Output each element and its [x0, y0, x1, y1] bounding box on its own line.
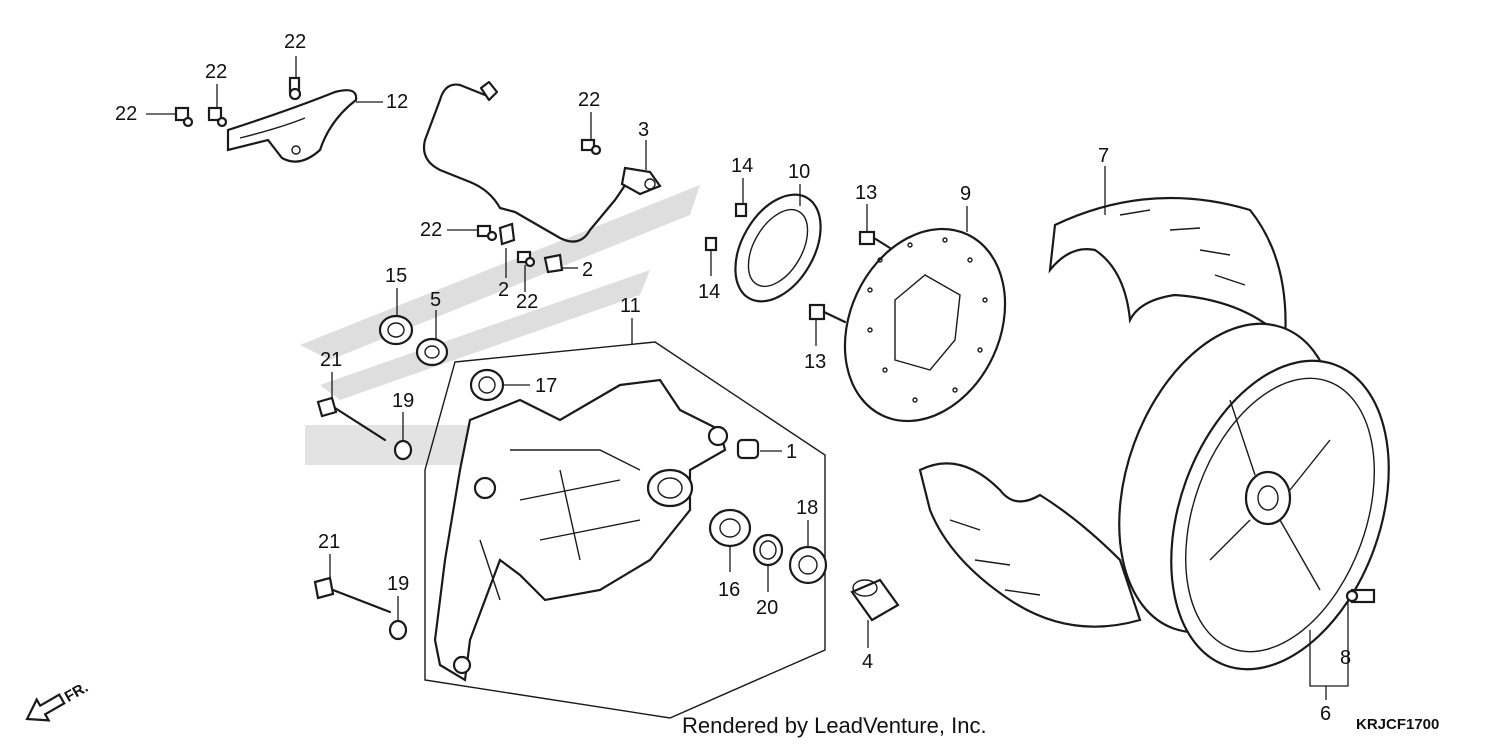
speed-sensor[interactable]: [422, 80, 662, 243]
pulser-ring[interactable]: [718, 180, 838, 316]
callout-22: 22: [205, 61, 227, 83]
heat-guard-plate[interactable]: [226, 89, 358, 163]
callout-22: 22: [420, 219, 442, 241]
front-arrow-icon: FR.: [25, 679, 91, 722]
washer-19-upper[interactable]: [393, 439, 413, 461]
callout-numbers: 22 22 22 12 22 3 22 2 22 2 15 5 17 21 19…: [115, 31, 1351, 725]
seal-18[interactable]: [788, 545, 828, 585]
bolt-22-d[interactable]: [580, 138, 602, 156]
washer-19-lower[interactable]: [388, 619, 408, 641]
valve-8[interactable]: [1345, 588, 1376, 604]
collar-4[interactable]: [850, 578, 900, 622]
rear-wheel-rim[interactable]: [1079, 293, 1428, 699]
callout-12: 12: [386, 91, 408, 113]
bolt-13-upper[interactable]: [858, 230, 892, 250]
callout-13: 13: [855, 182, 877, 204]
rear-tire[interactable]: [918, 196, 1287, 628]
bolt-13-lower[interactable]: [808, 303, 847, 324]
callout-6: 6: [1320, 703, 1331, 725]
clamp-2-b[interactable]: [543, 253, 564, 274]
clamp-2-a[interactable]: [498, 222, 516, 246]
callout-13: 13: [804, 351, 826, 373]
bolt-22-f[interactable]: [516, 250, 536, 268]
callout-22: 22: [284, 31, 306, 53]
callout-8: 8: [1340, 647, 1351, 669]
callout-16: 16: [718, 579, 740, 601]
leader-lines: [146, 56, 1349, 700]
callout-7: 7: [1098, 145, 1109, 167]
bolt-21-upper[interactable]: [316, 396, 387, 442]
collar-1[interactable]: [736, 438, 760, 460]
bolt-22-a[interactable]: [288, 76, 302, 101]
callout-21: 21: [318, 531, 340, 553]
bolt-22-e[interactable]: [476, 224, 498, 242]
subassembly-frame: [424, 341, 826, 719]
callout-18: 18: [796, 497, 818, 519]
callout-4: 4: [862, 651, 873, 673]
bolt-21-lower[interactable]: [313, 576, 392, 614]
callout-21: 21: [320, 349, 342, 371]
bearing-5[interactable]: [415, 337, 449, 367]
oil-seal-17[interactable]: [469, 368, 505, 402]
callout-20: 20: [756, 597, 778, 619]
callout-10: 10: [788, 161, 810, 183]
callout-22: 22: [578, 89, 600, 111]
front-label: FR.: [62, 679, 91, 706]
callout-11: 11: [620, 295, 641, 317]
bearing-16[interactable]: [708, 508, 752, 548]
callout-2: 2: [582, 259, 593, 281]
callout-14: 14: [698, 281, 720, 303]
bolt-22-b[interactable]: [207, 106, 228, 128]
footer-credit: Rendered by LeadVenture, Inc.: [682, 713, 987, 738]
callout-5: 5: [430, 289, 441, 311]
callout-3: 3: [638, 119, 649, 141]
bolt-14-lower[interactable]: [704, 236, 718, 252]
brake-disc[interactable]: [815, 203, 1035, 448]
diagram-code: KRJCF1700: [1356, 716, 1439, 733]
callout-19: 19: [392, 390, 414, 412]
callout-1: 1: [786, 441, 797, 463]
callout-22: 22: [516, 291, 538, 313]
callout-15: 15: [385, 265, 407, 287]
bearing-15[interactable]: [378, 314, 414, 346]
callout-22: 22: [115, 103, 137, 125]
callout-14: 14: [731, 155, 753, 177]
rear-swing-arm[interactable]: [433, 378, 729, 682]
callout-9: 9: [960, 183, 971, 205]
bolt-14-upper[interactable]: [734, 202, 748, 218]
bolt-22-c[interactable]: [174, 106, 194, 128]
callout-2: 2: [498, 279, 509, 301]
callout-19: 19: [387, 573, 409, 595]
circlip-20[interactable]: [752, 533, 784, 567]
callout-17: 17: [535, 375, 557, 397]
